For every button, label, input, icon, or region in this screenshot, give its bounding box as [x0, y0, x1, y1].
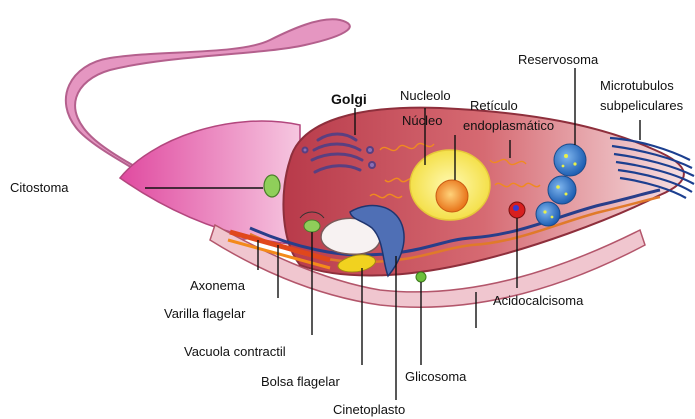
label-golgi: Golgi: [331, 91, 367, 107]
label-glicosoma: Glicosoma: [405, 369, 467, 384]
label-citostoma: Citostoma: [10, 180, 69, 195]
label-bolsa-flagelar: Bolsa flagelar: [261, 374, 340, 389]
label-acidocalcisoma: Acidocalcisoma: [493, 293, 584, 308]
label-nucleo: Núcleo: [402, 113, 442, 128]
label-reservosoma: Reservosoma: [518, 52, 599, 67]
label-nucleolo: Nucleolo: [400, 88, 451, 103]
label-vacuola-contractil: Vacuola contractil: [184, 344, 286, 359]
label-axonema: Axonema: [190, 278, 246, 293]
label-microtubulos-1: Microtubulos: [600, 78, 674, 93]
label-microtubulos-2: subpeliculares: [600, 98, 684, 113]
contractile-vacuole: [304, 220, 320, 232]
nucleolus: [436, 180, 468, 212]
label-reticulo-1: Retículo: [470, 98, 518, 113]
label-cinetoplasto: Cinetoplasto: [333, 402, 405, 417]
glycosome: [416, 272, 426, 282]
label-reticulo-2: endoplasmático: [463, 118, 554, 133]
cytostome: [264, 175, 280, 197]
label-varilla-flagelar: Varilla flagelar: [164, 306, 246, 321]
